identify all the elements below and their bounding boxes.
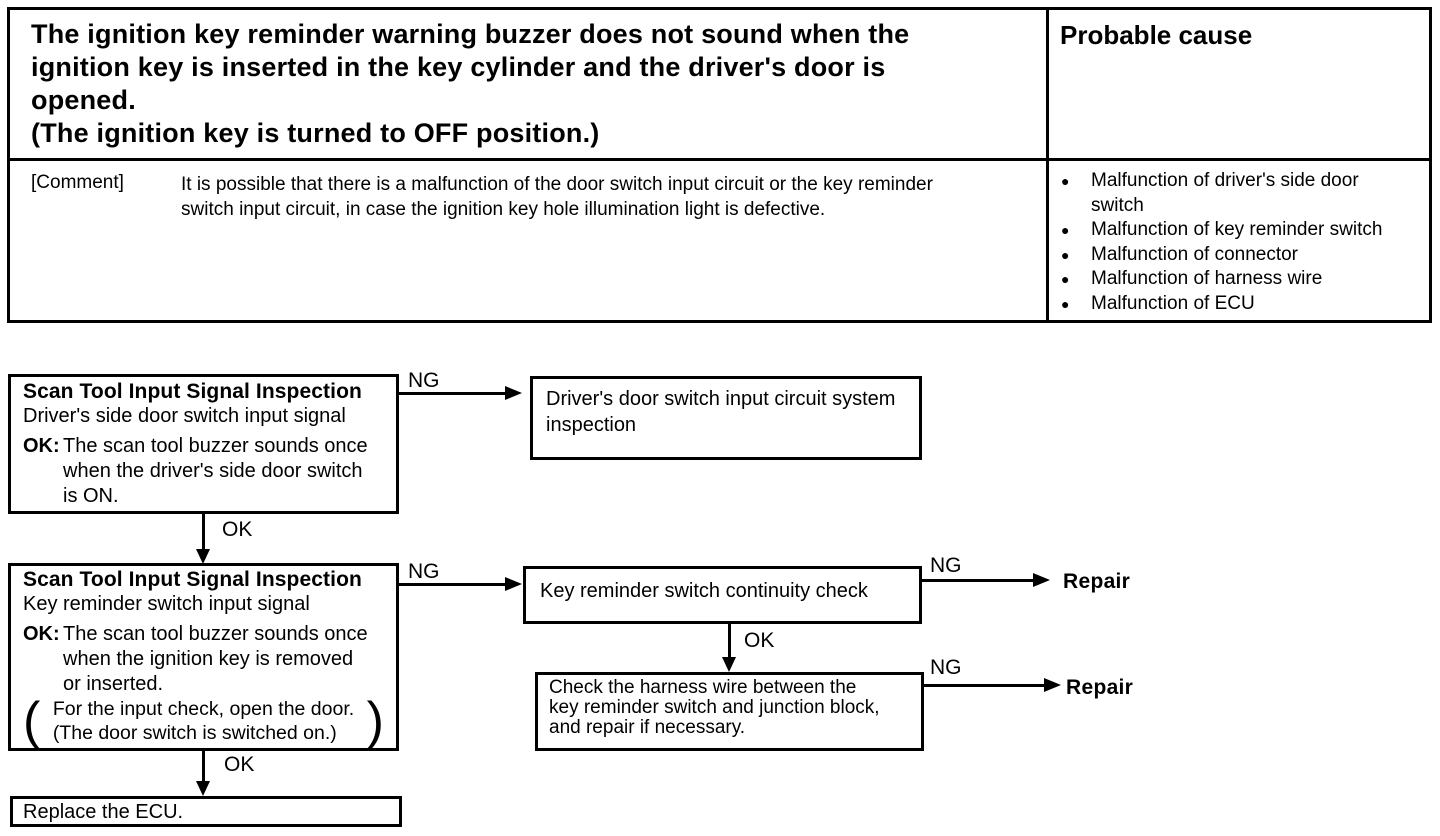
step2-subtitle: Key reminder switch input signal	[23, 593, 310, 615]
cause-text: Malfunction of key reminder switch	[1091, 219, 1383, 240]
probable-cause-item: ● Malfunction of harness wire	[1058, 267, 1436, 292]
step2-title: Scan Tool Input Signal Inspection	[23, 568, 362, 591]
probable-cause-item: ● Malfunction of driver's side door switc…	[1058, 169, 1436, 218]
replace-ecu-box: Replace the ECU.	[10, 796, 402, 827]
continuity-check-box: Key reminder switch continuity check	[523, 566, 922, 624]
ok-label-step2: OK	[224, 753, 255, 776]
step2-note: ( For the input check, open the door. (T…	[23, 692, 384, 750]
ok-label-continuity: OK	[744, 629, 775, 652]
cause-text: Malfunction of driver's side door switch	[1091, 170, 1359, 216]
ng-label-step1: NG	[408, 369, 440, 392]
step2-ok-criteria: OK: The scan tool buzzer sounds once whe…	[23, 622, 384, 697]
probable-cause-item: ● Malfunction of key reminder switch	[1058, 218, 1436, 243]
ng-label-step2: NG	[408, 560, 440, 583]
arrow-ng-harness	[924, 684, 1046, 687]
arrowhead-down-icon	[196, 549, 210, 564]
ok-criteria-text: The scan tool buzzer sounds once when th…	[63, 623, 368, 695]
ok-colon-label: OK:	[23, 623, 60, 645]
step2-box: Scan Tool Input Signal Inspection Key re…	[8, 563, 399, 751]
arrowhead-right-icon	[1033, 573, 1050, 587]
step1-ok-criteria: OK: The scan tool buzzer sounds once whe…	[23, 434, 384, 509]
probable-cause-item: ● Malfunction of connector	[1058, 243, 1436, 268]
arrow-ng-step1	[399, 392, 507, 395]
problem-statement: The ignition key reminder warning buzzer…	[31, 19, 910, 148]
arrowhead-down-icon	[196, 781, 210, 796]
comment-label: [Comment]	[31, 172, 124, 193]
cause-text: Malfunction of harness wire	[1091, 268, 1323, 289]
probable-cause-header: Probable cause	[1060, 20, 1253, 50]
step1-title: Scan Tool Input Signal Inspection	[23, 380, 362, 403]
door-circuit-inspection-box: Driver's door switch input circuit syste…	[530, 376, 922, 460]
ok-label-step1: OK	[222, 518, 253, 541]
probable-cause-item: ● Malfunction of ECU	[1058, 292, 1436, 317]
ok-colon-label: OK:	[23, 435, 60, 457]
arrowhead-right-icon	[505, 386, 522, 400]
ng-label-harness: NG	[930, 656, 962, 679]
harness-check-box: Check the harness wire between the key r…	[535, 672, 924, 751]
table-column-divider	[1046, 10, 1049, 320]
bullet-icon: ●	[1061, 173, 1070, 189]
note-text: For the input check, open the door. (The…	[52, 698, 355, 744]
arrowhead-right-icon	[505, 577, 522, 591]
paren-open: (	[23, 692, 41, 750]
problem-table: The ignition key reminder warning buzzer…	[7, 7, 1432, 323]
comment-text: It is possible that there is a malfuncti…	[181, 174, 933, 220]
cause-text: Malfunction of ECU	[1091, 292, 1255, 314]
repair-label: Repair	[1063, 570, 1131, 593]
bullet-icon: ●	[1061, 295, 1070, 312]
paren-close: )	[366, 692, 384, 750]
step1-subtitle: Driver's side door switch input signal	[23, 405, 346, 427]
ng-label-continuity: NG	[930, 554, 962, 577]
arrowhead-down-icon	[722, 657, 736, 672]
bullet-icon: ●	[1061, 222, 1070, 238]
repair-label: Repair	[1066, 676, 1134, 699]
bullet-icon: ●	[1061, 271, 1070, 287]
ok-criteria-text: The scan tool buzzer sounds once when th…	[63, 435, 368, 507]
arrow-ng-step2	[399, 583, 507, 586]
probable-cause-list: ● Malfunction of driver's side door switc…	[1058, 169, 1436, 316]
arrow-ok-continuity	[728, 624, 731, 658]
arrowhead-right-icon	[1044, 678, 1061, 692]
bullet-icon: ●	[1061, 246, 1070, 263]
arrow-ok-step1	[202, 514, 205, 551]
arrow-ng-continuity	[922, 579, 1034, 582]
step1-box: Scan Tool Input Signal Inspection Driver…	[8, 374, 399, 514]
table-row-divider	[10, 158, 1429, 161]
arrow-ok-step2	[202, 751, 205, 783]
cause-text: Malfunction of connector	[1091, 243, 1299, 265]
